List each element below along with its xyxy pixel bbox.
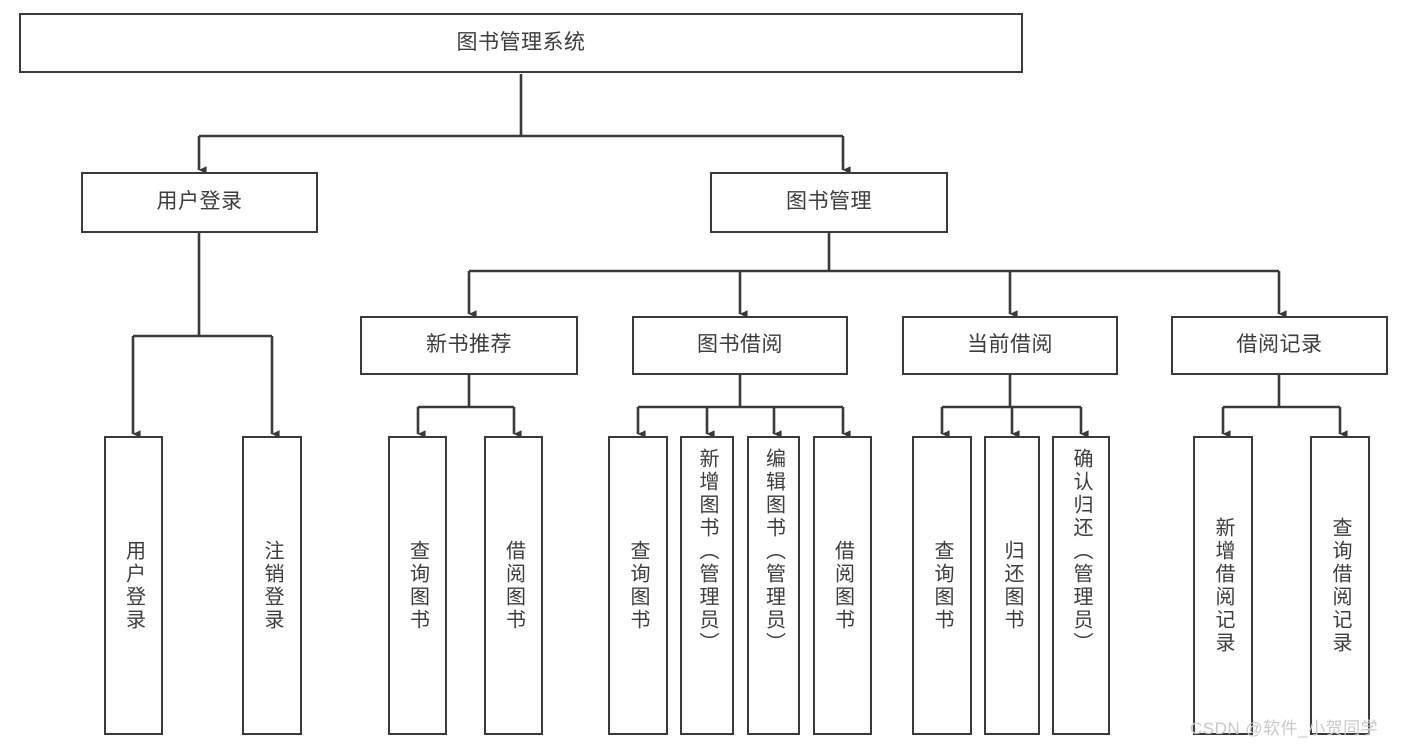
csdn-watermark: CSDN @软件_小贺同学 (1190, 719, 1379, 738)
node-leaf-query-book-current[interactable]: 查询图书 (912, 436, 972, 735)
node-leaf-add-borrow-record[interactable]: 新增借阅记录 (1193, 436, 1253, 735)
node-label: 用户登录 (122, 539, 145, 632)
node-label: 图书借阅 (697, 333, 783, 357)
node-new-book-recommend[interactable]: 新书推荐 (360, 316, 578, 375)
node-leaf-query-borrow-record[interactable]: 查询借阅记录 (1310, 436, 1370, 735)
node-label: 借阅图书 (502, 539, 525, 632)
node-label: 编辑图书（管理员） (762, 448, 785, 655)
node-label: 用户登录 (156, 190, 243, 214)
node-label: 借阅记录 (1236, 333, 1323, 357)
node-label: 查询图书 (931, 539, 953, 632)
node-leaf-user-login[interactable]: 用户登录 (104, 436, 163, 735)
node-label: 图书管理系统 (456, 30, 586, 54)
node-borrow-record[interactable]: 借阅记录 (1171, 316, 1388, 375)
node-leaf-logout-login[interactable]: 注销登录 (242, 436, 302, 735)
node-label: 借阅图书 (831, 539, 854, 632)
node-root-book-management-system[interactable]: 图书管理系统 (19, 13, 1023, 73)
node-label: 查询图书 (627, 539, 649, 632)
node-label: 新增图书（管理员） (696, 448, 718, 655)
node-label: 查询借阅记录 (1329, 516, 1351, 655)
node-book-borrow[interactable]: 图书借阅 (632, 316, 848, 375)
node-leaf-add-book-admin[interactable]: 新增图书（管理员） (680, 436, 734, 735)
node-label: 当前借阅 (967, 333, 1053, 357)
node-label: 图书管理 (786, 190, 872, 214)
node-label: 注销登录 (261, 539, 283, 632)
node-book-management[interactable]: 图书管理 (710, 172, 948, 233)
node-label: 确认归还（管理员） (1070, 448, 1092, 655)
node-current-borrow[interactable]: 当前借阅 (902, 316, 1118, 375)
node-leaf-return-book[interactable]: 归还图书 (984, 436, 1040, 735)
node-leaf-edit-book-admin[interactable]: 编辑图书（管理员） (747, 436, 800, 735)
node-label: 查询图书 (406, 539, 429, 632)
node-label: 新书推荐 (426, 333, 512, 357)
node-leaf-borrow-book-recommend[interactable]: 借阅图书 (484, 436, 543, 735)
node-user-login[interactable]: 用户登录 (81, 172, 318, 233)
node-label: 归还图书 (1001, 539, 1023, 632)
node-leaf-query-book-borrow[interactable]: 查询图书 (608, 436, 668, 735)
node-label: 新增借阅记录 (1212, 516, 1234, 655)
node-leaf-borrow-book-borrow[interactable]: 借阅图书 (813, 436, 872, 735)
node-leaf-confirm-return-admin[interactable]: 确认归还（管理员） (1052, 436, 1110, 735)
node-leaf-query-book-recommend[interactable]: 查询图书 (388, 436, 447, 735)
